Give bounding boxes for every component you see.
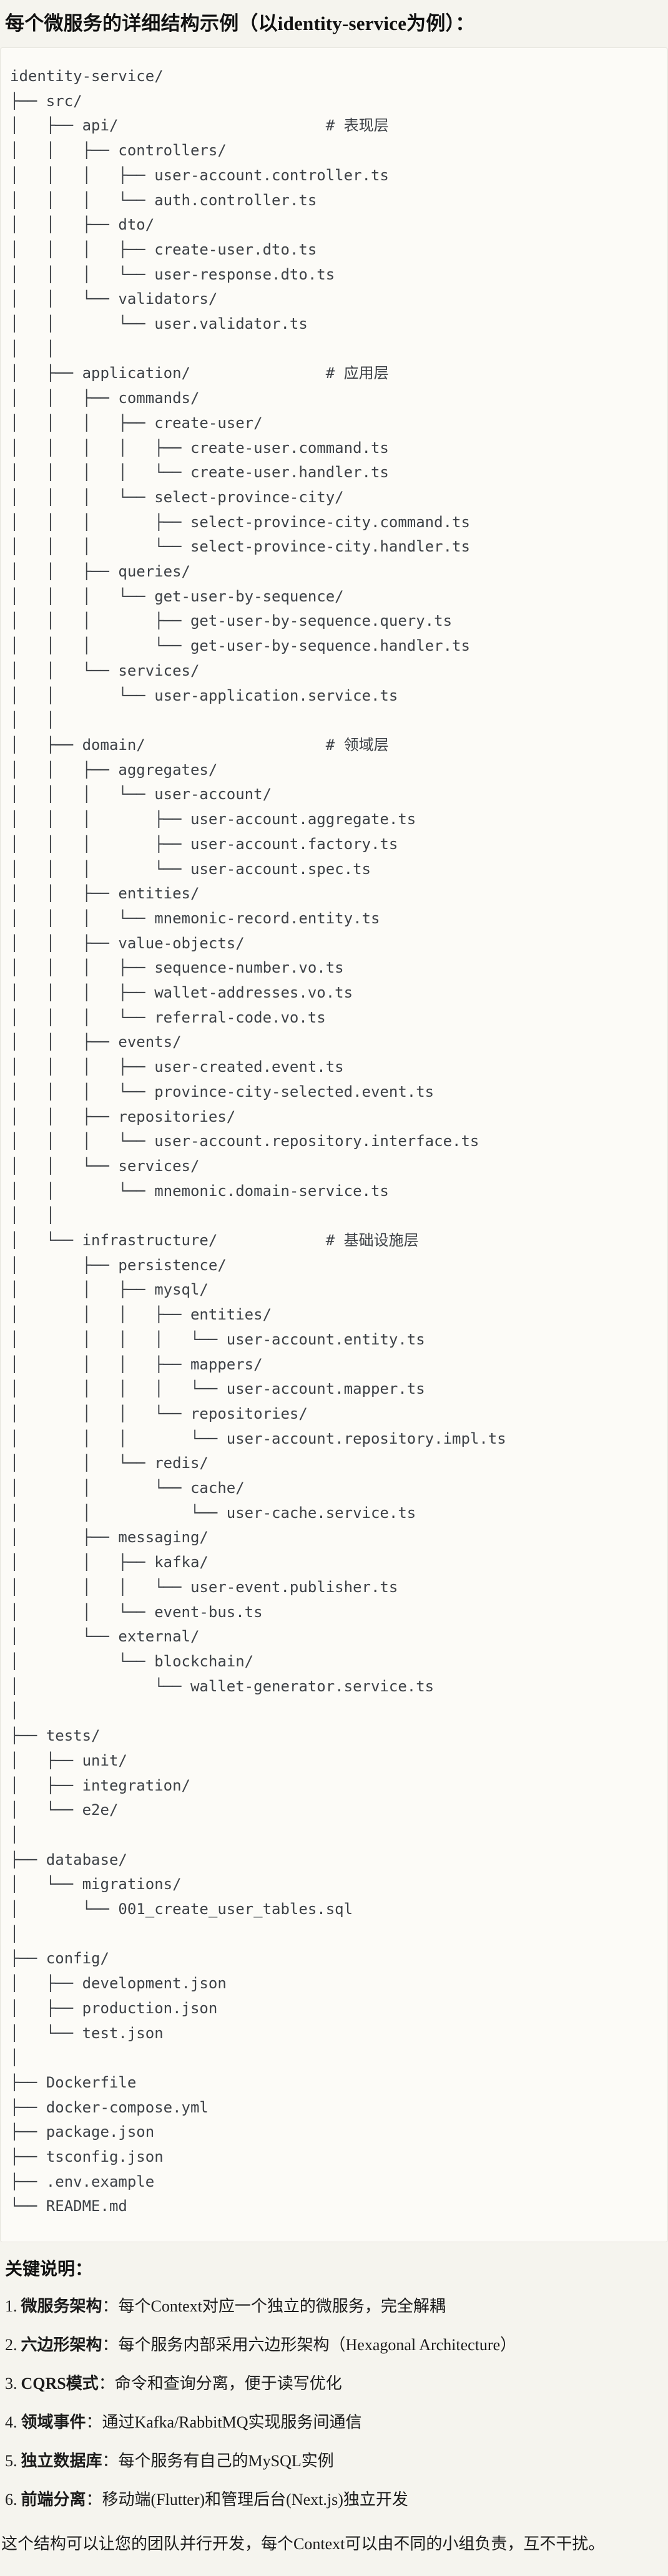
key-notes-section: 关键说明： 1.微服务架构：每个Context对应一个独立的微服务，完全解耦 2…: [1, 2258, 663, 2555]
note-label: 前端分离: [21, 2491, 86, 2509]
note-text: ：移动端(Flutter)和管理后台(Next.js)独立开发: [86, 2491, 408, 2509]
directory-tree: identity-service/ ├── src/ │ ├── api/ # …: [10, 67, 506, 2215]
note-item-5: 5.独立数据库：每个服务有自己的MySQL实例: [5, 2451, 663, 2472]
note-number: 1.: [5, 2297, 17, 2315]
directory-tree-block: identity-service/ ├── src/ │ ├── api/ # …: [0, 47, 668, 2242]
note-item-4: 4.领域事件：通过Kafka/RabbitMQ实现服务间通信: [5, 2412, 663, 2433]
note-number: 5.: [5, 2452, 17, 2470]
note-text: ：每个服务内部采用六边形架构（Hexagonal Architecture）: [102, 2336, 517, 2354]
note-label: 领域事件: [21, 2413, 86, 2431]
note-item-2: 2.六边形架构：每个服务内部采用六边形架构（Hexagonal Architec…: [5, 2335, 663, 2356]
note-text: ：每个服务有自己的MySQL实例: [102, 2452, 334, 2470]
page-title: 每个微服务的详细结构示例（以identity-service为例）：: [5, 12, 475, 34]
note-item-1: 1.微服务架构：每个Context对应一个独立的微服务，完全解耦: [5, 2296, 663, 2317]
note-label: 微服务架构: [21, 2297, 102, 2315]
note-number: 2.: [5, 2336, 17, 2354]
note-text: ：每个Context对应一个独立的微服务，完全解耦: [102, 2297, 446, 2315]
note-number: 3.: [5, 2374, 17, 2393]
key-notes-heading: 关键说明：: [5, 2260, 93, 2279]
note-number: 4.: [5, 2413, 17, 2431]
note-label: 独立数据库: [21, 2452, 102, 2470]
document-page: 每个微服务的详细结构示例（以identity-service为例）： ident…: [0, 7, 668, 2555]
note-item-6: 6.前端分离：移动端(Flutter)和管理后台(Next.js)独立开发: [5, 2489, 663, 2510]
note-item-3: 3.CQRS模式：命令和查询分离，便于读写优化: [5, 2373, 663, 2394]
note-number: 6.: [5, 2491, 17, 2509]
note-text: ：命令和查询分离，便于读写优化: [98, 2374, 342, 2393]
note-label: CQRS模式: [21, 2374, 99, 2393]
closing-paragraph: 这个结构可以让您的团队并行开发，每个Context可以由不同的小组负责，互不干扰…: [1, 2535, 605, 2553]
note-label: 六边形架构: [21, 2336, 102, 2354]
note-text: ：通过Kafka/RabbitMQ实现服务间通信: [86, 2413, 362, 2431]
